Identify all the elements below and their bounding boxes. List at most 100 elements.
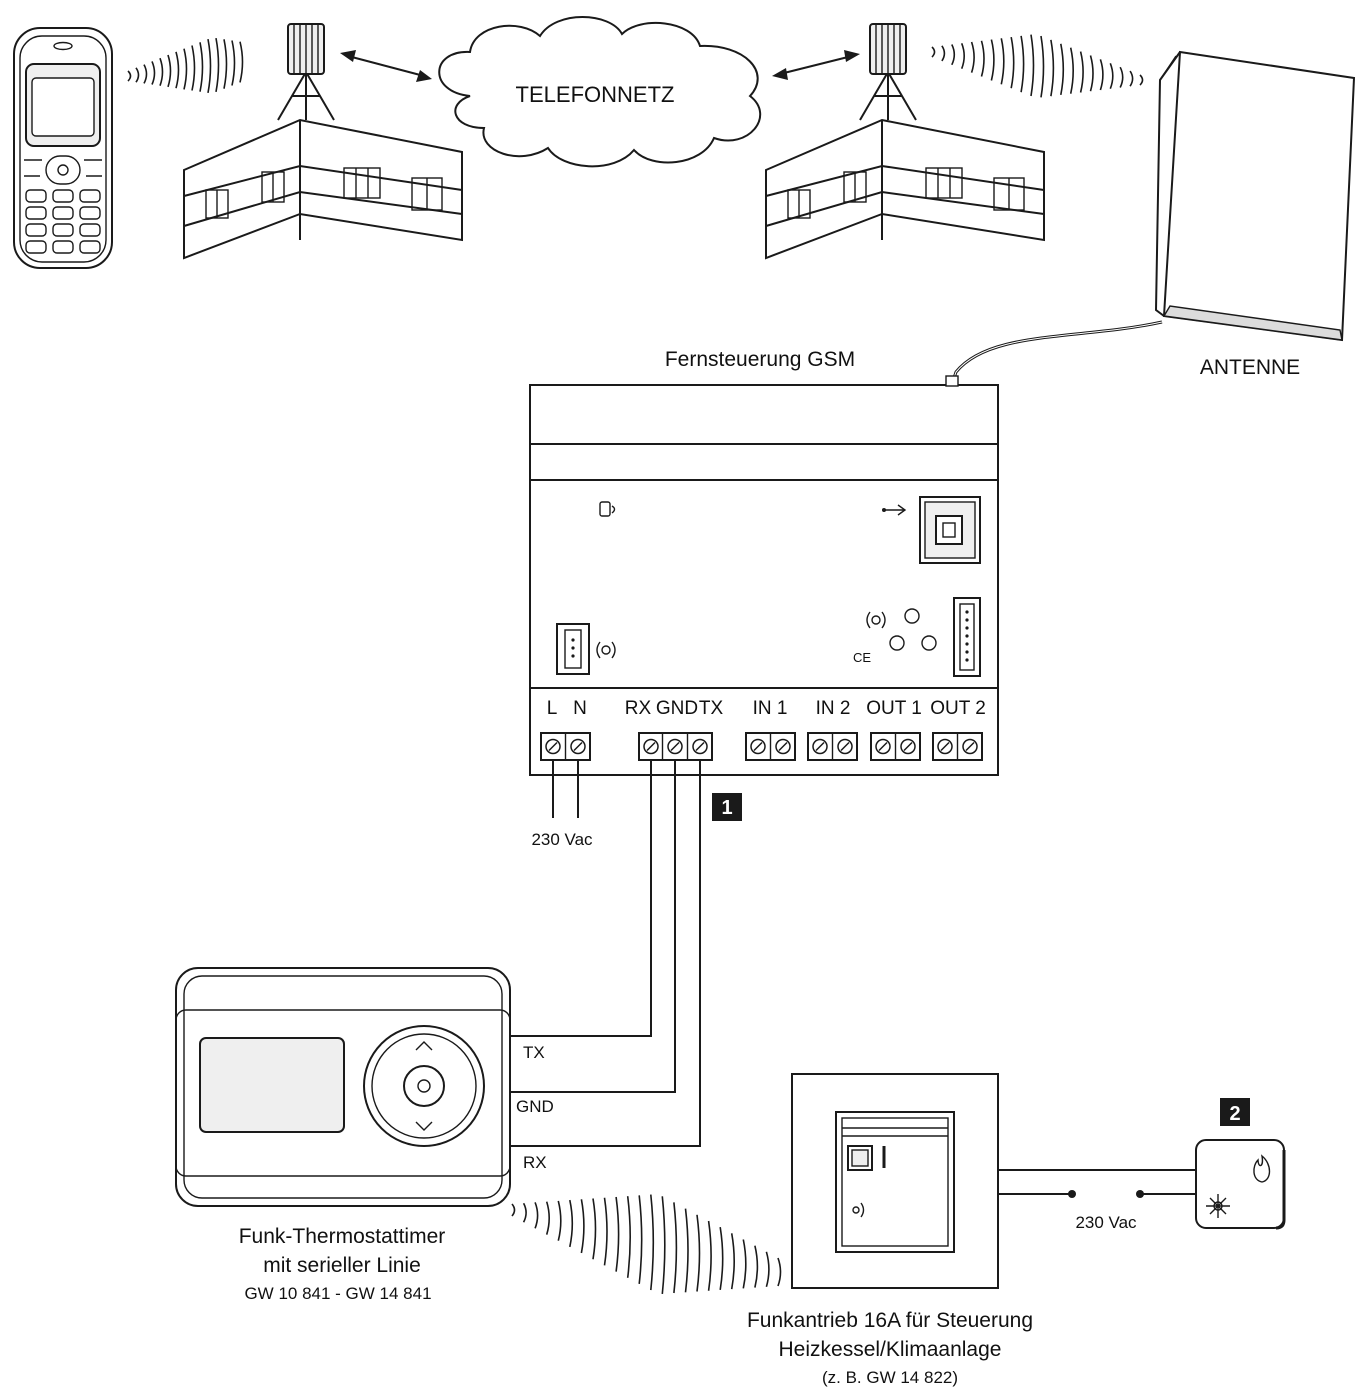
usb-port bbox=[919, 496, 981, 564]
terminal-label-tx: TX bbox=[699, 698, 724, 719]
building-left bbox=[183, 118, 463, 260]
wave-arc bbox=[650, 1194, 655, 1291]
wave-arc bbox=[1069, 47, 1074, 94]
terminal-screw bbox=[570, 738, 586, 755]
antenna-label: ANTENNE bbox=[1200, 356, 1300, 379]
wave-arc bbox=[626, 1196, 631, 1278]
wave-arc bbox=[1010, 36, 1015, 89]
actuator-name-line2: Heizkessel/Klimaanlage bbox=[779, 1338, 1002, 1361]
terminal-screw bbox=[837, 738, 853, 755]
wave-arc bbox=[970, 41, 975, 73]
terminal-screw bbox=[775, 738, 791, 755]
gsm-module-title: Fernsteuerung GSM bbox=[665, 348, 855, 371]
sim-icon bbox=[599, 501, 616, 517]
terminal-screw bbox=[545, 738, 561, 755]
wave-arc bbox=[199, 42, 204, 92]
terminal-label-l: L bbox=[547, 698, 558, 719]
wave-arc bbox=[522, 1202, 527, 1223]
terminal-screw bbox=[643, 738, 659, 755]
thermostat-wire-label-gnd: GND bbox=[516, 1097, 554, 1116]
wave-arc bbox=[175, 51, 180, 89]
cloud-label: TELEFONNETZ bbox=[516, 82, 675, 107]
wave-arc bbox=[1050, 39, 1055, 97]
wave-arc bbox=[1060, 43, 1065, 96]
badge-2: 2 bbox=[1220, 1098, 1250, 1126]
wave-arc bbox=[569, 1199, 574, 1248]
wave-arc bbox=[1000, 38, 1005, 85]
wave-arc bbox=[167, 54, 172, 88]
flame-icon bbox=[1253, 1154, 1271, 1183]
terminal-screw bbox=[937, 738, 953, 755]
actuator-example: (z. B. GW 14 822) bbox=[822, 1368, 958, 1387]
wave-arc bbox=[603, 1197, 608, 1266]
wave-arc bbox=[183, 48, 188, 90]
wave-arc bbox=[207, 38, 212, 94]
svg-text:1: 1 bbox=[721, 797, 732, 819]
wave-arc bbox=[151, 61, 156, 85]
wave-arc bbox=[960, 43, 965, 69]
cell-tower-icon-left bbox=[277, 23, 335, 121]
wave-arc bbox=[730, 1233, 735, 1290]
radio-icon-right bbox=[866, 611, 886, 629]
wave-arc bbox=[239, 41, 244, 83]
terminal-label-gnd: GND bbox=[656, 698, 698, 719]
wave-arc bbox=[1139, 74, 1144, 86]
terminal-label-in2: IN 2 bbox=[816, 698, 851, 719]
terminal-screw bbox=[962, 738, 978, 755]
terminal-label-n: N bbox=[573, 698, 587, 719]
radio-icon-actuator bbox=[852, 1202, 865, 1218]
terminal-screw bbox=[900, 738, 916, 755]
wave-arc bbox=[951, 44, 956, 66]
wave-arc bbox=[931, 46, 936, 58]
wave-arc bbox=[1030, 34, 1035, 97]
terminal-label-out2: OUT 2 bbox=[930, 698, 986, 719]
terminal-screw bbox=[750, 738, 766, 755]
radio-icon bbox=[596, 641, 616, 659]
terminal-block-rx-gnd-tx bbox=[638, 732, 713, 761]
thermostat-name-line1: Funk-Thermostattimer bbox=[239, 1225, 446, 1248]
radio-thermostat bbox=[175, 967, 511, 1207]
wave-arc bbox=[615, 1196, 620, 1272]
thermostat-models: GW 10 841 - GW 14 841 bbox=[244, 1284, 431, 1303]
connector-right bbox=[953, 597, 981, 677]
wave-arc bbox=[135, 67, 140, 83]
antenna-panel bbox=[950, 50, 1356, 385]
wave-arc bbox=[661, 1196, 666, 1294]
usb-icon bbox=[882, 504, 907, 516]
wave-arc bbox=[545, 1201, 550, 1235]
wave-arc bbox=[777, 1257, 782, 1287]
terminal-screw bbox=[812, 738, 828, 755]
terminal-label-rx: RX bbox=[625, 698, 652, 719]
mobile-phone-icon bbox=[13, 27, 113, 269]
wave-arc bbox=[684, 1208, 689, 1293]
wave-arc bbox=[557, 1200, 562, 1241]
wave-arc bbox=[191, 45, 196, 91]
wave-arc bbox=[159, 57, 164, 86]
terminal-block-out2 bbox=[932, 732, 983, 761]
terminal-blocks bbox=[540, 732, 983, 761]
wave-arc bbox=[754, 1245, 759, 1288]
wave-arc bbox=[941, 45, 946, 62]
chevron-up-icon bbox=[415, 1041, 433, 1051]
terminal-screw bbox=[692, 738, 708, 755]
terminal-block-in1 bbox=[745, 732, 796, 761]
badge-1: 1 bbox=[712, 793, 742, 821]
wire-rx-to-tx bbox=[510, 760, 652, 1037]
wave-arc bbox=[1119, 66, 1124, 88]
wave-arc bbox=[1129, 70, 1134, 87]
terminal-block-in2 bbox=[807, 732, 858, 761]
gsm-module: CE bbox=[529, 375, 999, 776]
wire-tx-to-rx bbox=[510, 760, 701, 1147]
thermostat-name-line2: mit serieller Linie bbox=[263, 1254, 421, 1277]
snowflake-icon bbox=[1206, 1194, 1230, 1218]
thermostat-wire-label-tx: TX bbox=[523, 1043, 545, 1062]
radio-waves-thermostat bbox=[511, 1194, 782, 1294]
wire-load bbox=[998, 1169, 1196, 1198]
telephone-network-cloud: TELEFONNETZ bbox=[438, 16, 762, 168]
wave-arc bbox=[223, 39, 228, 89]
thermostat-wire-label-rx: RX bbox=[523, 1153, 547, 1172]
boiler-ac-unit bbox=[1195, 1139, 1286, 1230]
wave-arc bbox=[143, 64, 148, 84]
building-right bbox=[765, 118, 1045, 260]
wave-arc bbox=[742, 1239, 747, 1289]
